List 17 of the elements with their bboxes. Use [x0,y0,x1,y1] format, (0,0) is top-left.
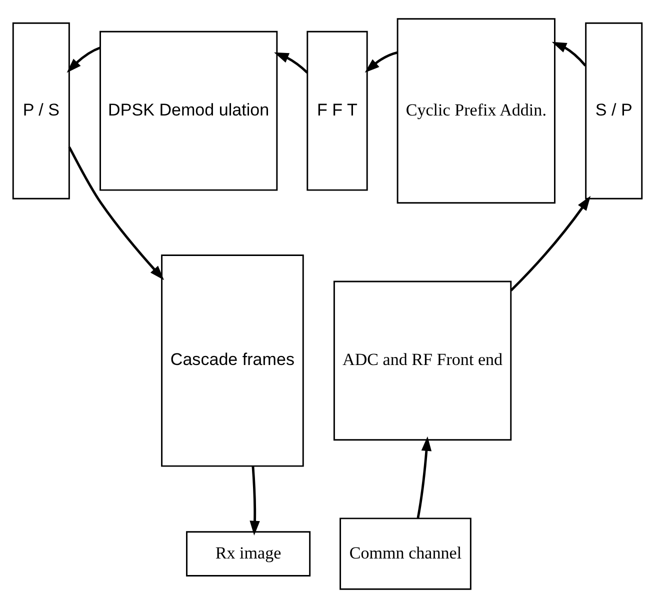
node-box: Commn channel [340,517,472,590]
arrow [66,46,101,72]
node-box: F F T [306,30,368,190]
arrow [552,41,586,66]
node-box: Rx image [186,530,311,576]
node-box: ADC and RF Front end [333,280,512,440]
arrow [250,466,260,535]
node-box: P / S [12,22,70,199]
node-box: Cascade frames [161,254,304,466]
arrow [416,436,432,518]
arrow [68,146,164,280]
node-box: Cyclic Prefix Addin. [396,18,556,204]
arrow [510,195,591,291]
arrow [274,52,308,74]
node-box: S / P [585,22,643,199]
arrow [364,50,398,72]
node-box: DPSK Demod ulation [100,30,278,190]
